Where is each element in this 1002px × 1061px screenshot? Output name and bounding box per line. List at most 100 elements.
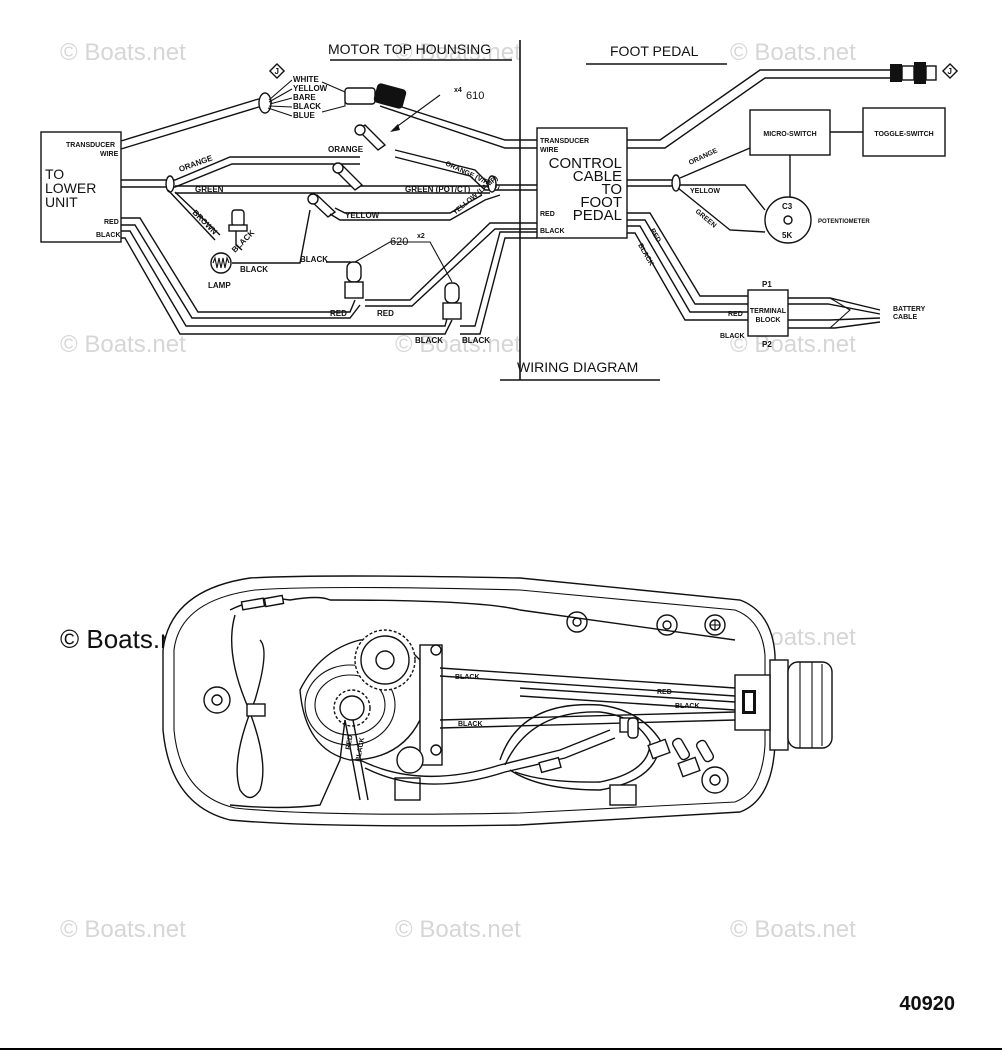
spade-terminal [695,739,715,763]
watermark: © Boats.net [395,39,521,66]
wire-label-red: RED [728,311,743,318]
callout-qty-620: x2 [417,233,425,240]
callout-610: 610 [466,90,484,102]
small-gear [333,689,371,727]
wire-label-brown: BROWN [191,208,220,237]
wiring-diagram-label: WIRING DIAGRAM [517,359,638,375]
wire-label-white: WHITE [293,75,319,84]
wire-label-red: RED [330,309,347,318]
terminal-block-label: BLOCK [756,317,781,324]
micro-switch-label: MICRO-SWITCH [763,131,816,138]
housing-black-label: BLACK [355,737,366,762]
wire-label-green-pot: GREEN (POT/CT) [405,185,471,194]
housing-shell [162,575,776,827]
toggle-switch-label: TOGGLE-SWITCH [874,131,933,138]
wire-label-black: BLACK [415,336,443,345]
transducer-splice [263,594,285,608]
ref-j-marker: J [268,62,286,80]
battery-cable-label: BATTERY [893,306,926,313]
terminal-block-label: TERMINAL [750,308,787,315]
bracket [419,644,443,766]
spade-terminal [627,717,639,739]
butt-connector [538,756,562,774]
lower-unit-text: TO [45,166,64,182]
watermark: © Boats.net [730,39,856,66]
control-cable-text: FOOT [580,194,622,211]
screw-boss [701,766,729,794]
wire-label-black: BLACK [462,336,490,345]
housing-black-label: BLACK [675,703,700,710]
transducer-label: WIRE [100,151,119,158]
motor-top-housing-label: MOTOR TOP HOUNSING [328,41,491,57]
pot-shaft [396,746,424,774]
control-cable-text: CABLE [573,168,622,185]
cable-grommet [734,659,833,751]
screw-boss [704,614,726,636]
drive-gear [354,629,416,691]
pedal-splice [671,174,681,192]
wire-label-bare: BARE [293,93,316,102]
housing-red-label: RED [345,735,354,751]
housing-black-label: BLACK [458,721,483,728]
watermark: © Boats.net [60,39,186,66]
butt-connector [647,738,671,760]
lamp-label: LAMP [208,281,231,290]
transducer-plug [373,83,407,109]
wire-label-black: BLACK [293,102,321,111]
harness-splice [165,175,175,193]
transducer-loop [231,614,265,799]
black-label: BLACK [540,228,565,235]
transducer-label: TRANSDUCER [66,142,115,149]
watermark: © Boats.net [60,331,186,358]
foot-pedal-label: FOOT PEDAL [610,43,699,59]
ref-j-marker: J [941,62,959,80]
control-cable-text: PEDAL [573,207,622,224]
control-cable-box [536,127,628,239]
butt-connector-610 [332,162,364,191]
svg-text:J: J [948,67,952,76]
black-label: BLACK [96,232,121,239]
red-label: RED [104,219,119,226]
p2-label: P2 [762,340,772,349]
lamp-connector [228,209,248,251]
wire-label-yellow: YELLOW [690,188,720,195]
potentiometer-label: POTENTIOMETER [818,219,870,225]
callout-620: 620 [390,236,408,248]
screw-boss [566,611,588,633]
screw-boss [203,686,231,714]
housing-inner-rim [173,586,766,815]
butt-connector-610 [307,193,337,218]
motor-housing-illustration: BLACK RED BLACK BLACK BLACK RED [162,575,833,827]
wire-label-green: GREEN [195,185,224,194]
svg-text:J: J [275,67,279,76]
control-cable-text: TO [601,181,622,198]
transducer-splice [240,597,266,611]
lamp-bulb [210,252,232,274]
butt-connector [677,756,701,778]
lower-unit-text: UNIT [45,194,78,210]
wire-label-red: RED [377,309,394,318]
transducer-plug-end [890,62,937,84]
strain-relief [394,777,421,801]
pot-5k: 5K [782,231,792,240]
red-label: RED [540,211,555,218]
wire-label-black: BLACK [230,228,256,254]
wire-label-orange: ORANGE [328,145,364,154]
bottom-rule [0,1048,1002,1050]
transducer-connector [344,87,376,105]
cable-tie [246,703,266,717]
watermark: © Boats.net [395,916,521,943]
part-number: 40920 [899,993,955,1015]
battery-cable-label: CABLE [893,314,917,321]
watermark: © Boats.net [395,331,521,358]
lower-unit-text: LOWER [45,180,96,196]
wire-label-yellow: YELLOW [345,211,380,220]
callout-qty-610: x4 [454,87,462,94]
lower-unit-box [40,131,122,243]
wire-label-green: GREEN [694,208,718,229]
watermark: © Boats.net [60,916,186,943]
connector-620 [344,261,364,299]
transducer-label: TRANSDUCER [540,138,589,145]
